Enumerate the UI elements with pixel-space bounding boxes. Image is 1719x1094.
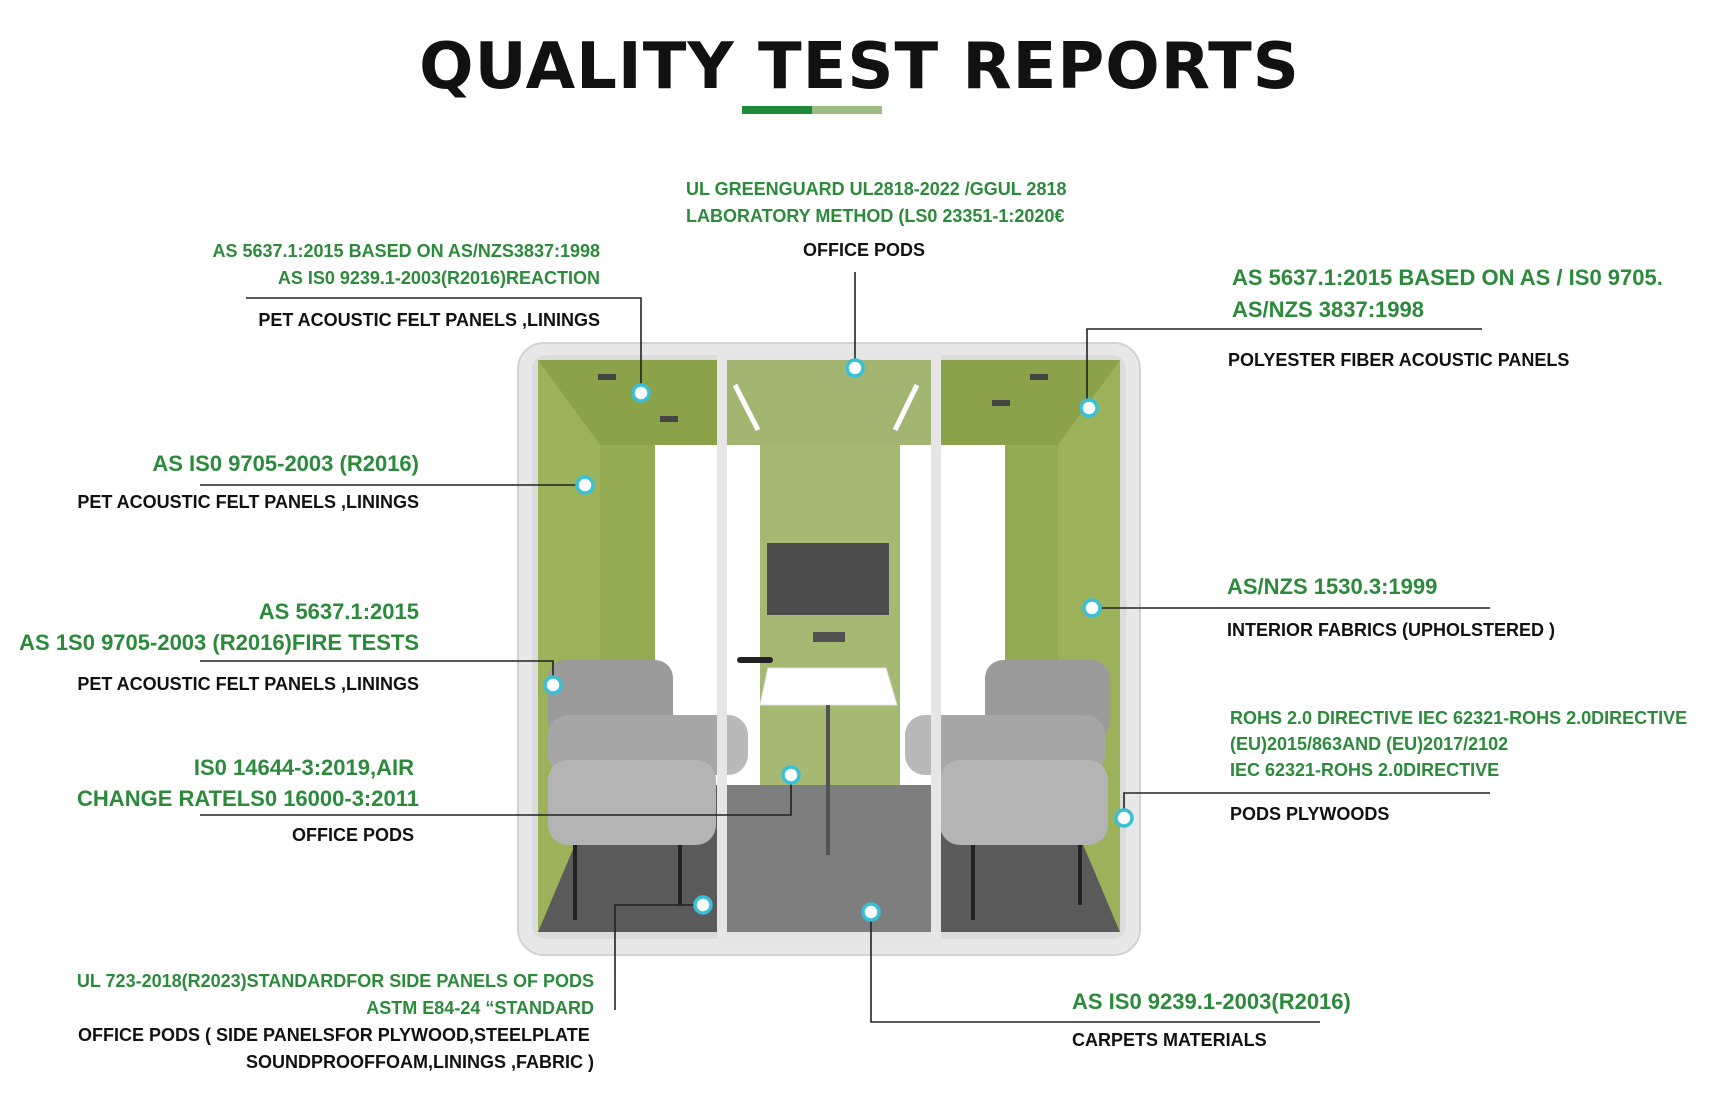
standard-text: LABORATORY METHOD (LS0 23351-1:2020€ [686, 206, 1065, 226]
hotspot-marker[interactable] [861, 902, 881, 922]
standard-text: AS IS0 9239.1-2003(R2016)REACTION [277, 268, 600, 288]
standard-text: AS IS0 9239.1-2003(R2016) [1072, 989, 1351, 1014]
hotspot-marker[interactable] [575, 475, 595, 495]
hotspot-marker[interactable] [1079, 398, 1099, 418]
bench-seat-right [940, 760, 1108, 845]
material-label: OFFICE PODS ( SIDE PANELSFOR PLYWOOD,STE… [78, 1025, 590, 1045]
leader-line-top-right [1086, 328, 1482, 407]
standard-text: AS IS0 9705-2003 (R2016) [152, 451, 419, 476]
standard-text: UL 723-2018(R2023)STANDARDFOR SIDE PANEL… [76, 971, 594, 991]
hotspot-marker[interactable] [1082, 598, 1102, 618]
leader-line-top-left [246, 297, 642, 393]
leader-line-left-4 [200, 775, 792, 816]
pod-ceiling [538, 360, 1120, 445]
ceiling-light [892, 383, 920, 432]
standard-text: AS 5637.1:2015 BASED ON AS / IS0 9705. [1232, 265, 1663, 290]
hotspot-marker[interactable] [693, 895, 713, 915]
standard-text: AS/NZS 1530.3:1999 [1227, 574, 1438, 599]
ceiling-vent [660, 416, 678, 422]
material-label: OFFICE PODS [291, 825, 414, 845]
ceiling-vent [598, 374, 616, 380]
standard-text: (EU)2015/863AND (EU)2017/2102 [1230, 734, 1509, 754]
material-label: SOUNDPROOFFOAM,LININGS ,FABRIC ) [246, 1052, 594, 1072]
ceiling-vent [992, 400, 1010, 406]
material-label: PET ACOUSTIC FELT PANELS ,LININGS [77, 674, 419, 694]
leader-line-bottom-left [614, 904, 703, 1010]
material-label: OFFICE PODS [803, 240, 926, 260]
standard-text: ROHS 2.0 DIRECTIVE IEC 62321-ROHS 2.0DIR… [1230, 708, 1688, 728]
table-top [759, 667, 898, 706]
glass-door [717, 350, 941, 945]
standard-text: ASTM E84-24 “STANDARD [366, 998, 594, 1018]
title-underline-light [812, 106, 882, 114]
ceiling-vent [1030, 374, 1048, 380]
standard-text: AS/NZS 3837:1998 [1232, 297, 1424, 322]
standard-text: AS 1S0 9705-2003 (R2016)FIRE TESTS [19, 630, 419, 655]
title-underline-dark [742, 106, 812, 114]
hotspot-marker[interactable] [845, 358, 865, 378]
leader-lines [200, 272, 1490, 1023]
standard-text: IEC 62321-ROHS 2.0DIRECTIVE [1230, 760, 1500, 780]
material-label: PET ACOUSTIC FELT PANELS ,LININGS [77, 492, 419, 512]
standard-text: IS0 14644-3:2019,AIR [193, 755, 414, 780]
material-label: POLYESTER FIBER ACOUSTIC PANELS [1228, 350, 1570, 370]
leader-line-bottom-right [870, 912, 1320, 1023]
ceiling-light [732, 383, 761, 432]
material-label: CARPETS MATERIALS [1072, 1030, 1267, 1050]
hotspot-marker[interactable] [1114, 808, 1134, 828]
material-label: INTERIOR FABRICS (UPHOLSTERED ) [1227, 620, 1556, 640]
standard-text: UL GREENGUARD UL2818-2022 /GGUL 2818 [686, 179, 1067, 199]
material-label: PET ACOUSTIC FELT PANELS ,LININGS [258, 310, 600, 330]
bench-seat-left [548, 760, 716, 845]
standard-text: AS 5637.1:2015 [258, 599, 419, 624]
standard-text: AS 5637.1:2015 BASED ON AS/NZS3837:1998 [212, 241, 600, 261]
hotspot-marker[interactable] [781, 765, 801, 785]
hotspot-marker[interactable] [543, 675, 563, 695]
page-title: QUALITY TEST REPORTS [419, 30, 1300, 104]
hotspot-marker[interactable] [631, 383, 651, 403]
power-socket [813, 632, 845, 642]
standard-text: CHANGE RATELS0 16000-3:2011 [77, 786, 419, 811]
tv-screen [767, 543, 889, 615]
material-label: PODS PLYWOODS [1230, 804, 1390, 824]
